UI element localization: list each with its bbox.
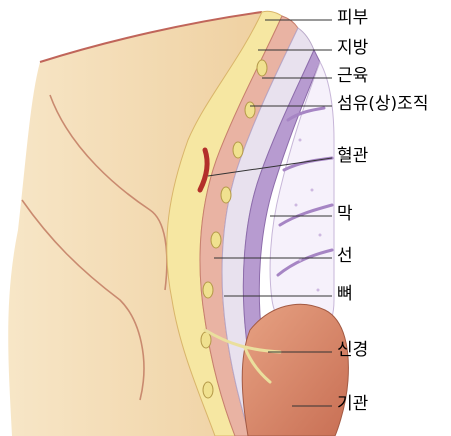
label-fat: 지방 <box>337 40 368 57</box>
label-muscle: 근육 <box>337 68 368 85</box>
label-skin: 피부 <box>337 10 368 27</box>
label-organ: 기관 <box>337 396 368 413</box>
label-gland: 선 <box>337 248 353 265</box>
label-blood-vessel: 혈관 <box>337 148 368 165</box>
label-bone: 뼈 <box>337 286 353 303</box>
label-membrane: 막 <box>337 206 353 223</box>
label-nerve: 신경 <box>337 342 368 359</box>
label-fibrous-tissue: 섬유(상)조직 <box>337 96 428 113</box>
